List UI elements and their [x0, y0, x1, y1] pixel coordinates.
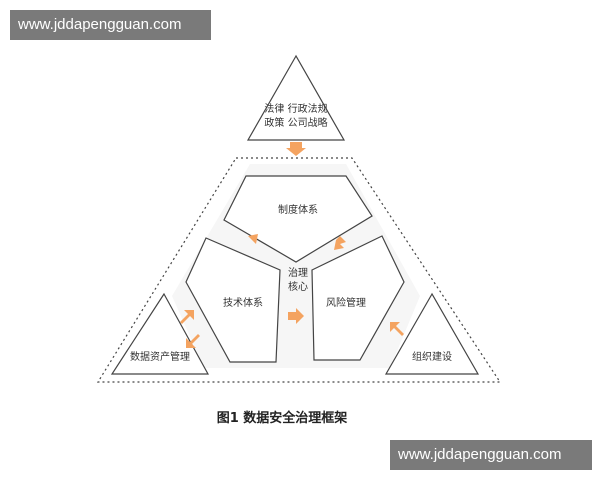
arrow-up-left-icon [390, 322, 404, 336]
risk-block [311, 235, 405, 361]
arrow-up-right-icon [180, 310, 194, 324]
top-triangle-line1: 法律 行政法规 [264, 102, 327, 115]
arrow-right-icon [288, 308, 304, 324]
institution-pentagon [223, 175, 373, 263]
risk-label: 风险管理 [326, 296, 366, 309]
figure-caption: 图1 数据安全治理框架 [217, 410, 348, 426]
arrow-diagonal-left-icon [244, 234, 258, 248]
core-line1: 治理 [288, 266, 308, 279]
data-asset-triangle [110, 292, 210, 375]
top-triangle-line2: 政策 公司战略 [264, 116, 327, 129]
watermark-bottom: www.jddapengguan.com [390, 440, 592, 470]
technology-label: 技术体系 [223, 296, 263, 309]
arrow-down-icon [286, 142, 306, 156]
watermark-top: www.jddapengguan.com [10, 10, 211, 40]
technology-block [185, 237, 281, 363]
core-line2: 核心 [288, 280, 308, 293]
data-asset-label: 数据资产管理 [130, 350, 190, 363]
arrow-diagonal-right-icon [334, 236, 346, 250]
arrow-down-left-icon [186, 334, 200, 348]
institution-label: 制度体系 [278, 203, 318, 216]
organization-label: 组织建设 [412, 350, 452, 363]
top-triangle [246, 54, 346, 141]
organization-triangle [384, 292, 480, 375]
